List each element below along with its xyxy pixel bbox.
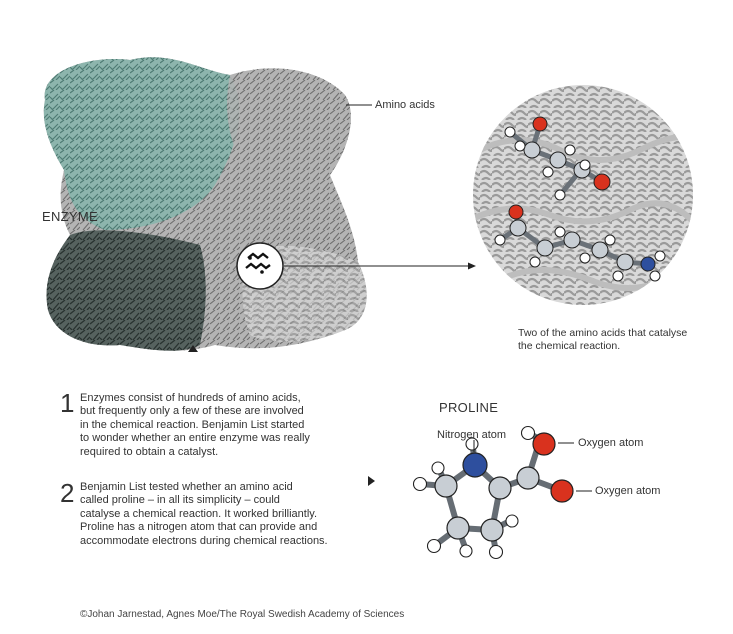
step-2-number: 2 (60, 478, 75, 508)
zoom-atom (554, 226, 566, 238)
zoom-atom (612, 270, 624, 282)
zoom-atom (532, 116, 548, 132)
zoom-atom (649, 270, 661, 282)
zoom-atom (564, 144, 576, 156)
step-1-number: 1 (60, 388, 75, 418)
zoom-caption: Two of the amino acids that catalyse the… (518, 327, 688, 352)
active-site-marker (236, 242, 284, 290)
zoom-atom (579, 159, 591, 171)
zoom-atom (536, 239, 554, 257)
zoom-atom (640, 256, 656, 272)
zoom-atom (508, 204, 524, 220)
zoom-atom (554, 189, 566, 201)
enzyme-label: ENZYME (42, 209, 98, 224)
amino-acids-label: Amino acids (375, 99, 435, 111)
proline-molecule (412, 425, 574, 560)
nitrogen-atom-label: Nitrogen atom (437, 429, 507, 441)
oxygen-atom-label-1: Oxygen atom (578, 437, 644, 449)
zoom-atom (549, 151, 567, 169)
triangle-marker (188, 345, 198, 352)
zoom-atom (563, 231, 581, 249)
zoom-atom (514, 140, 526, 152)
zoom-atom (654, 250, 666, 262)
zoomed-active-site (473, 85, 693, 305)
step-arrow (368, 476, 375, 486)
zoom-atoms (494, 116, 666, 282)
zoom-atom (579, 252, 591, 264)
zoom-atom (523, 141, 541, 159)
oxygen-atom-label-2: Oxygen atom (595, 485, 661, 497)
zoom-atom (529, 256, 541, 268)
zoom-atom (616, 253, 634, 271)
credit-line: ©Johan Jarnestad, Agnes Moe/The Royal Sw… (80, 609, 405, 620)
zoom-atom (604, 234, 616, 246)
zoom-atom (494, 234, 506, 246)
step-1-text: Enzymes consist of hundreds of amino aci… (80, 392, 310, 458)
zoom-arrowhead (468, 262, 476, 270)
step-2-text: Benjamin List tested whether an amino ac… (80, 481, 328, 547)
zoom-atom (591, 241, 609, 259)
zoom-atom (509, 219, 527, 237)
enzyme-structure (43, 57, 367, 351)
zoom-atom (542, 166, 554, 178)
zoom-atom (504, 126, 516, 138)
proline-title: PROLINE (439, 400, 499, 415)
zoom-atom (593, 173, 611, 191)
